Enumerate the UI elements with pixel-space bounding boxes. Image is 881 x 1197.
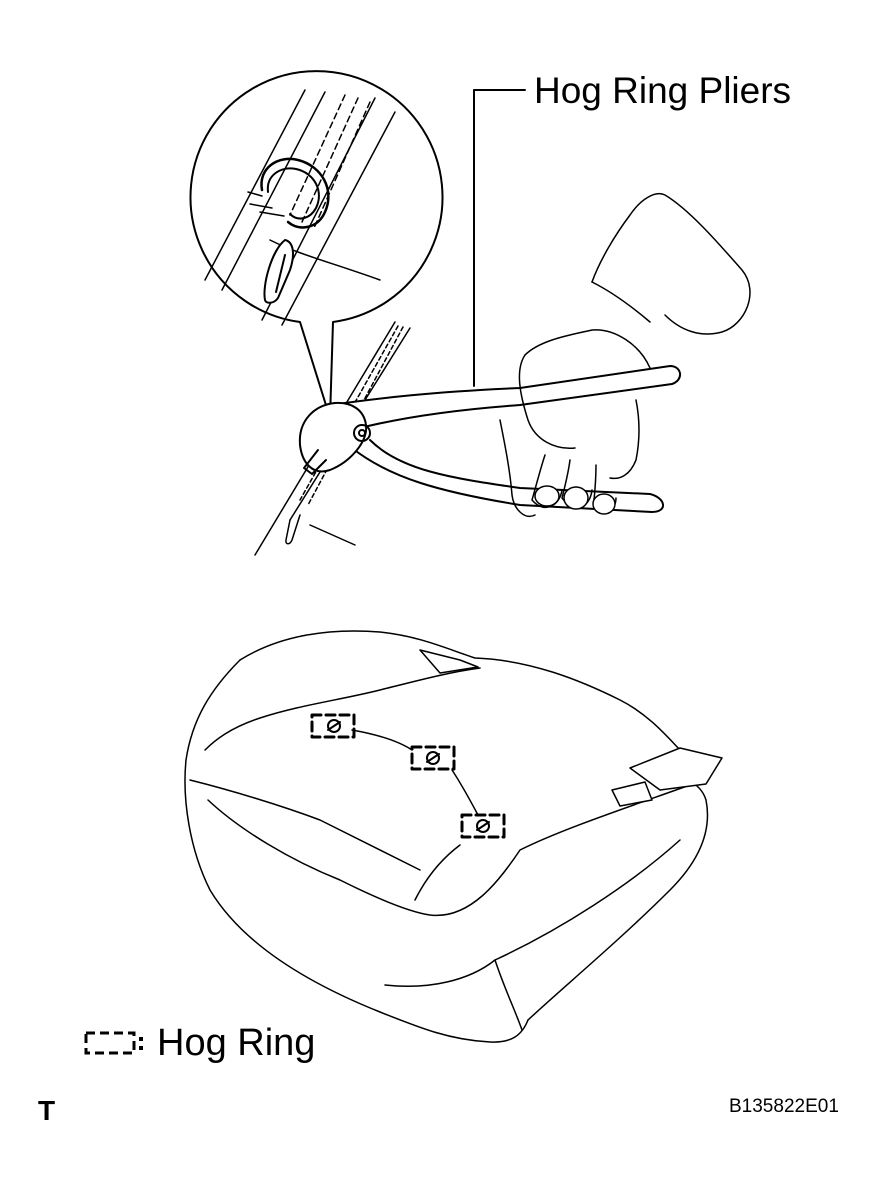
hog-ring-marker-1 <box>310 713 356 739</box>
hand <box>499 193 751 517</box>
legend-label: Hog Ring <box>157 1022 316 1064</box>
seat-cushion <box>184 630 723 1043</box>
hog-ring-pliers <box>298 365 681 513</box>
detail-magnifier <box>189 70 444 419</box>
hog-ring-legend-icon <box>84 1031 143 1055</box>
hog-ring-pliers-label: Hog Ring Pliers <box>534 70 792 111</box>
hog-ring-marker-3 <box>460 813 506 839</box>
hog-ring-marker-2 <box>410 745 456 771</box>
view-mark: T <box>38 1095 56 1126</box>
pliers-leader-line <box>473 89 526 387</box>
figure-code: B135822E01 <box>729 1096 839 1117</box>
